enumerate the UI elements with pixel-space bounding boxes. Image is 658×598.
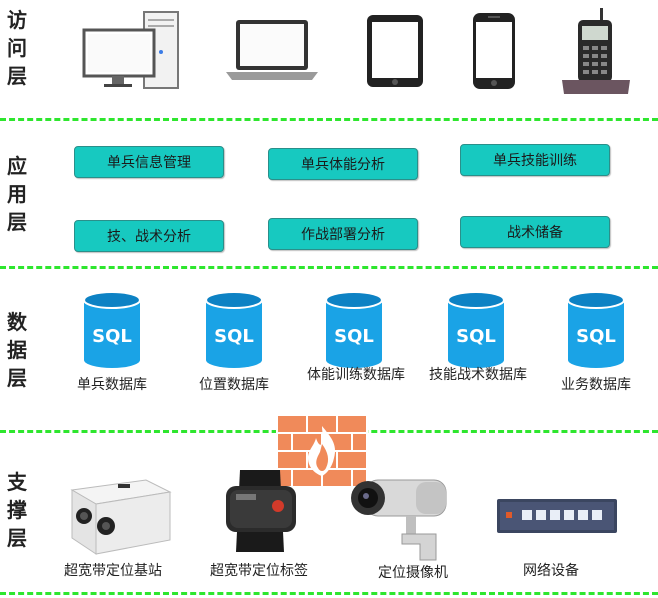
db-sql-text: SQL (456, 326, 496, 347)
tablet-icon (366, 14, 424, 88)
module-soldier-info-management: 单兵信息管理 (74, 146, 224, 178)
db-label-soldier: 单兵数据库 (77, 377, 147, 393)
positioning-camera-icon (346, 478, 456, 562)
database-icon: SQL (82, 290, 142, 370)
db-label-fitness-training: 体能训练数据库 (307, 367, 405, 383)
divider-application (0, 266, 658, 269)
divider-access (0, 118, 658, 121)
desktop-computer-icon (82, 10, 182, 90)
db-label-skill-tactics: 技能战术数据库 (429, 367, 527, 383)
module-tactics-analysis: 技、战术分析 (74, 220, 224, 252)
db-sql-text: SQL (334, 326, 374, 347)
module-soldier-fitness-analysis: 单兵体能分析 (268, 148, 418, 180)
uwb-tag-icon (220, 468, 302, 554)
label-uwb-tag: 超宽带定位标签 (210, 563, 308, 579)
module-tactical-reserve: 战术储备 (460, 216, 610, 248)
network-switch-icon (496, 498, 618, 534)
access-layer-label: 访问层 (7, 8, 27, 88)
db-label-position: 位置数据库 (199, 377, 269, 393)
cordless-phone-icon (560, 6, 632, 96)
uwb-base-station-icon (62, 474, 174, 556)
db-label-business: 业务数据库 (561, 377, 631, 393)
label-uwb-base-station: 超宽带定位基站 (64, 563, 162, 579)
module-soldier-skill-training: 单兵技能训练 (460, 144, 610, 176)
firewall-icon (276, 414, 368, 492)
module-deployment-analysis: 作战部署分析 (268, 218, 418, 250)
database-icon: SQL (324, 290, 384, 370)
laptop-icon (222, 18, 322, 82)
db-sql-text: SQL (92, 326, 132, 347)
data-layer-label: 数据层 (7, 310, 27, 390)
db-sql-text: SQL (214, 326, 254, 347)
db-sql-text: SQL (576, 326, 616, 347)
database-icon: SQL (204, 290, 264, 370)
divider-support (0, 592, 658, 595)
database-icon: SQL (566, 290, 626, 370)
application-layer-label: 应用层 (7, 154, 27, 234)
support-layer-label: 支撑层 (7, 470, 27, 550)
label-positioning-camera: 定位摄像机 (378, 565, 448, 581)
label-network-device: 网络设备 (523, 563, 579, 579)
smartphone-icon (472, 12, 516, 90)
database-icon: SQL (446, 290, 506, 370)
